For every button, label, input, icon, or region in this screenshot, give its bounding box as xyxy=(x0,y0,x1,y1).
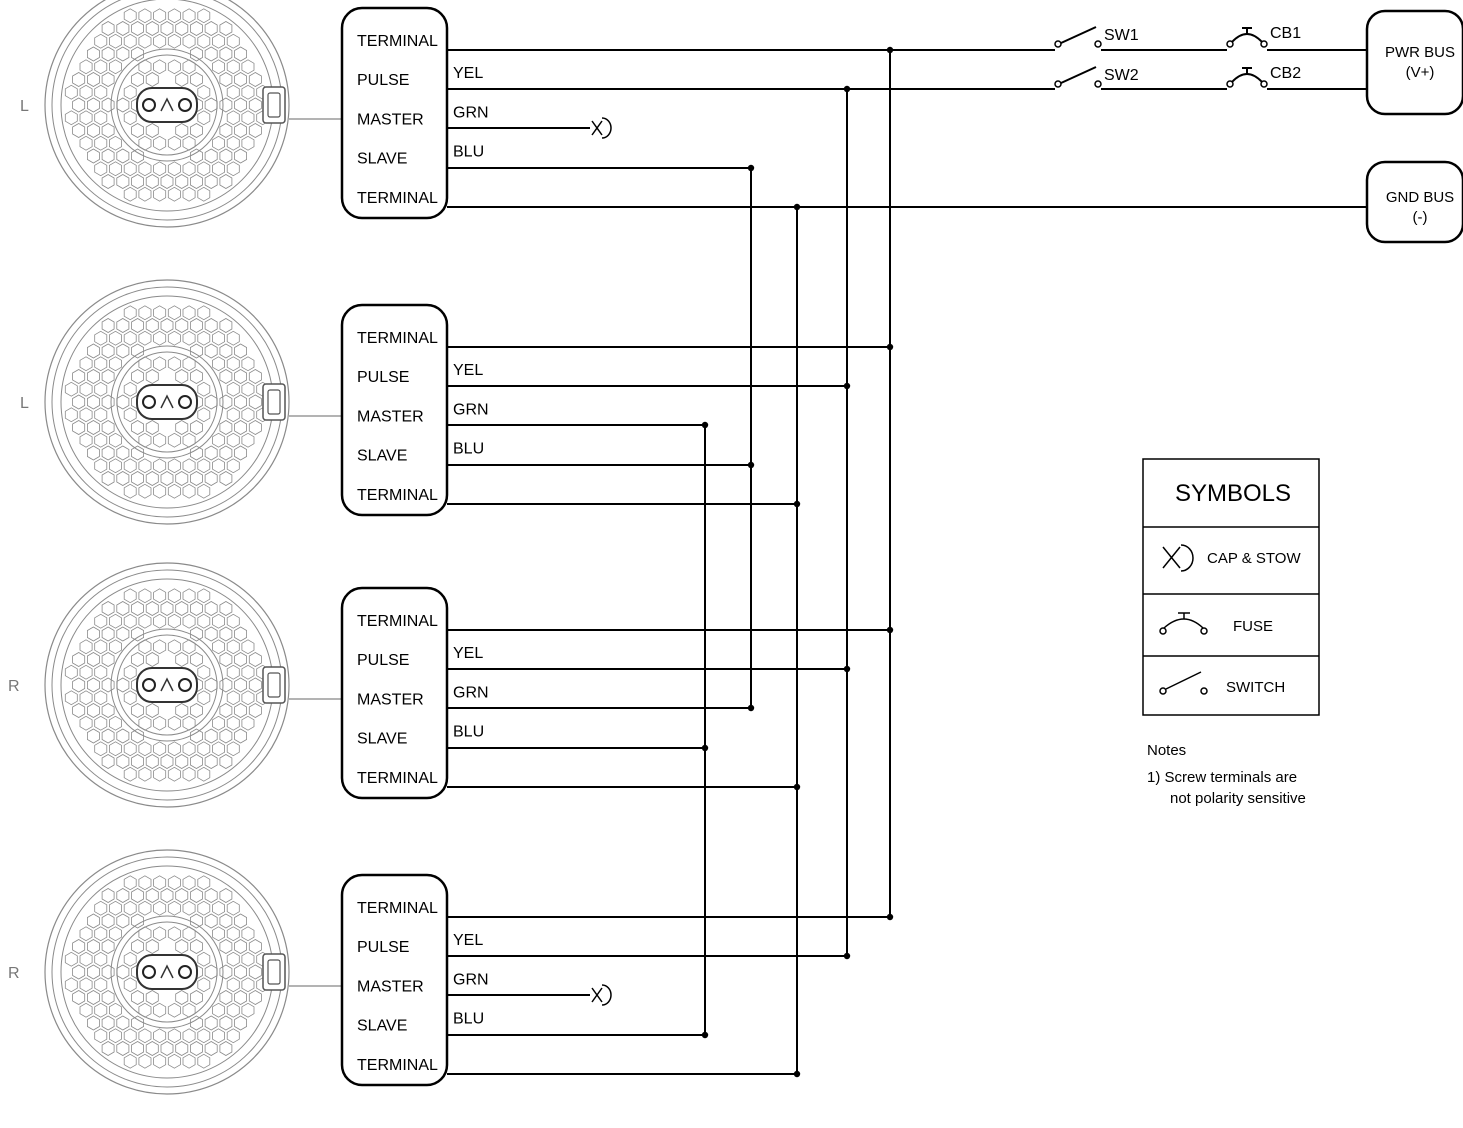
cap-and-stow-icon xyxy=(591,117,612,139)
light-unit: L TERMINAL PULSE MASTER SLAVE TERMINAL YEL GRN B… xyxy=(20,279,489,525)
terminal-block: TERMINAL PULSE MASTER SLAVE TERMINAL YEL GRN BL… xyxy=(340,873,489,1087)
terminal-label: SLAVE xyxy=(357,151,407,168)
symbols-item-label: CAP & STOW xyxy=(1207,550,1301,567)
light-face xyxy=(44,849,290,1095)
junction-dot xyxy=(843,85,851,93)
notes-line: not polarity sensitive xyxy=(1170,790,1306,807)
junction-dot xyxy=(701,421,709,429)
wire-color-label: BLU xyxy=(453,1011,484,1028)
pwr-bus-box: PWR BUS (V+) xyxy=(1365,9,1463,116)
terminal-label: TERMINAL xyxy=(357,190,438,207)
terminal-label: MASTER xyxy=(357,111,424,128)
notes: Notes 1) Screw terminals are not polarit… xyxy=(1147,742,1306,807)
wire-color-label: BLU xyxy=(453,144,484,161)
wire-color-label: GRN xyxy=(453,971,489,988)
wire-color-label: BLU xyxy=(453,441,484,458)
wire-color-label: YEL xyxy=(453,362,483,379)
notes-heading: Notes xyxy=(1147,742,1186,759)
light-side-label: R xyxy=(8,965,20,982)
terminal-label: MASTER xyxy=(357,408,424,425)
light-side-label: R xyxy=(8,678,20,695)
terminal-label: TERMINAL xyxy=(357,487,438,504)
pwr-bus-sublabel: (V+) xyxy=(1406,64,1435,81)
junction-dot xyxy=(747,704,755,712)
junction-dot xyxy=(793,500,801,508)
gnd-bus-label: GND BUS xyxy=(1386,189,1454,206)
terminal-label: SLAVE xyxy=(357,731,407,748)
gnd-bus-sublabel: (-) xyxy=(1413,209,1428,226)
junction-dot xyxy=(701,1031,709,1039)
breaker-cb2: CB2 xyxy=(1226,65,1301,88)
wire-color-label: BLU xyxy=(453,724,484,741)
light-face xyxy=(44,0,290,228)
terminal-block: TERMINAL PULSE MASTER SLAVE TERMINAL YEL GRN BL… xyxy=(340,303,489,517)
wire-color-label: GRN xyxy=(453,104,489,121)
junction-dot xyxy=(793,783,801,791)
terminal-label: TERMINAL xyxy=(357,900,438,917)
symbols-item-label: SWITCH xyxy=(1226,679,1285,696)
junction-dot xyxy=(886,913,894,921)
wire-color-label: YEL xyxy=(453,65,483,82)
terminal-label: PULSE xyxy=(357,652,409,669)
light-face xyxy=(44,279,290,525)
wire-color-label: YEL xyxy=(453,932,483,949)
terminal-label: SLAVE xyxy=(357,448,407,465)
terminal-block: TERMINAL PULSE MASTER SLAVE TERMINAL YEL GRN BL… xyxy=(340,586,489,800)
wire-color-label: YEL xyxy=(453,645,483,662)
junction-dot xyxy=(843,952,851,960)
breaker-cb1-label: CB1 xyxy=(1270,25,1301,42)
notes-line: 1) Screw terminals are xyxy=(1147,769,1297,786)
terminal-label: TERMINAL xyxy=(357,1057,438,1074)
junction-dot xyxy=(793,1070,801,1078)
light-unit: R TERMINAL PULSE MASTER SLAVE TERMINAL YEL GRN B… xyxy=(8,849,489,1095)
light-side-label: L xyxy=(20,98,29,115)
fuse-icon xyxy=(1159,612,1208,635)
symbols-title: SYMBOLS xyxy=(1175,480,1291,507)
junction-dot xyxy=(886,46,894,54)
symbols-legend: SYMBOLS CAP & STOW FUSE SWITCH xyxy=(1142,458,1320,716)
pwr-bus-label: PWR BUS xyxy=(1385,44,1455,61)
junction-dot xyxy=(886,626,894,634)
terminal-label: MASTER xyxy=(357,691,424,708)
switch-sw2-label: SW2 xyxy=(1104,67,1139,84)
junction-dot xyxy=(701,744,709,752)
light-side-label: L xyxy=(20,395,29,412)
switch-sw1: SW1 xyxy=(1054,26,1139,48)
wire-color-label: GRN xyxy=(453,401,489,418)
terminal-label: TERMINAL xyxy=(357,770,438,787)
symbols-item-label: FUSE xyxy=(1233,618,1273,635)
gnd-bus-box: GND BUS (-) xyxy=(1365,160,1463,244)
breaker-cb2-label: CB2 xyxy=(1270,65,1301,82)
terminal-label: TERMINAL xyxy=(357,613,438,630)
cap-and-stow-icon xyxy=(1162,544,1194,572)
light-unit: L TERMINAL PULSE MASTER SLAVE TERMINAL YEL GRN B… xyxy=(20,0,489,228)
terminal-label: TERMINAL xyxy=(357,330,438,347)
terminal-label: PULSE xyxy=(357,369,409,386)
junction-dot xyxy=(843,382,851,390)
switch-icon xyxy=(1159,671,1208,695)
switch-sw2: SW2 xyxy=(1054,66,1139,88)
junction-dot xyxy=(843,665,851,673)
wire-color-label: GRN xyxy=(453,684,489,701)
terminal-label: PULSE xyxy=(357,939,409,956)
terminal-label: MASTER xyxy=(357,978,424,995)
terminal-label: SLAVE xyxy=(357,1018,407,1035)
terminal-label: TERMINAL xyxy=(357,33,438,50)
cap-and-stow-icon xyxy=(591,984,612,1006)
terminal-block: TERMINAL PULSE MASTER SLAVE TERMINAL YEL GRN BL… xyxy=(340,6,489,220)
junction-dot xyxy=(793,203,801,211)
terminal-label: PULSE xyxy=(357,72,409,89)
light-face xyxy=(44,562,290,808)
junction-dot xyxy=(886,343,894,351)
switch-sw1-label: SW1 xyxy=(1104,27,1139,44)
light-unit: R TERMINAL PULSE MASTER SLAVE TERMINAL YEL GRN B… xyxy=(8,562,489,808)
breaker-cb1: CB1 xyxy=(1226,25,1301,48)
junction-dot xyxy=(747,164,755,172)
junction-dot xyxy=(747,461,755,469)
